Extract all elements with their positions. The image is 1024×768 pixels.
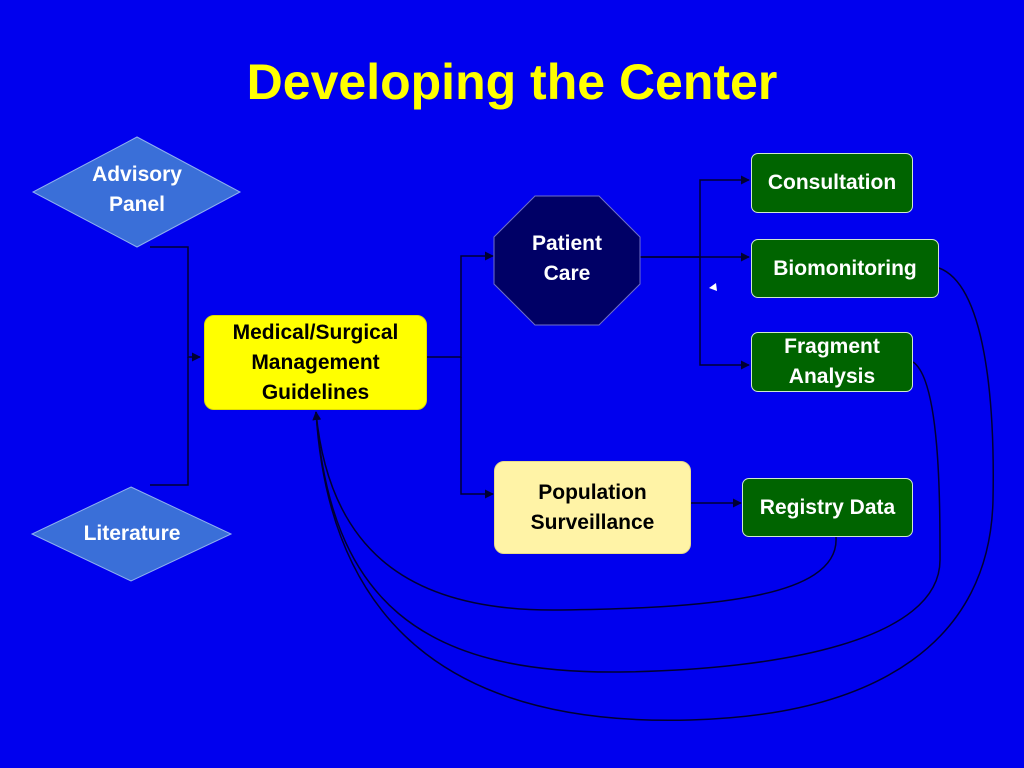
- connector-guidelines-to-surveillance: [460, 357, 494, 499]
- page-title: Developing the Center: [246, 54, 778, 110]
- feedback-curve-registry: [312, 411, 837, 611]
- connector-literature-to-guidelines: [150, 357, 189, 486]
- population-surveillance-label: Population Surveillance: [530, 480, 655, 534]
- consultation-label: Consultation: [767, 171, 897, 194]
- consultation-box: Consultation: [751, 153, 913, 213]
- advisory-panel-diamond: [31, 136, 242, 248]
- population-surveillance-box: Population Surveillance: [494, 461, 691, 554]
- connector-advisory-to-guidelines: [150, 246, 201, 362]
- connector-patient-care-to-consultation: [640, 175, 750, 258]
- patient-care-octagon: [493, 195, 641, 326]
- feedback-curve-biomonitoring: [315, 267, 994, 722]
- literature-label: Literature: [83, 522, 181, 545]
- connector-patient-care-to-fragment-analysis: [699, 257, 750, 370]
- biomonitoring-label: Biomonitoring: [773, 256, 917, 280]
- feedback-curve-fragment: [315, 361, 941, 673]
- advisory-panel-label: Advisory Panel: [92, 163, 182, 216]
- stray-arrowhead: [709, 283, 717, 291]
- registry-data-label: Registry Data: [759, 495, 896, 519]
- guidelines-label: Medical/Surgical Management Guidelines: [232, 320, 399, 404]
- literature-diamond: [30, 486, 233, 582]
- connector-guidelines-to-patient-care: [427, 251, 494, 358]
- registry-data-box: Registry Data: [742, 478, 913, 537]
- patient-care-label: Patient Care: [531, 232, 602, 285]
- guidelines-box: Medical/Surgical Management Guidelines: [204, 315, 427, 410]
- biomonitoring-box: Biomonitoring: [751, 239, 939, 298]
- fragment-analysis-box: Fragment Analysis: [751, 332, 913, 392]
- fragment-analysis-label: Fragment Analysis: [784, 335, 880, 388]
